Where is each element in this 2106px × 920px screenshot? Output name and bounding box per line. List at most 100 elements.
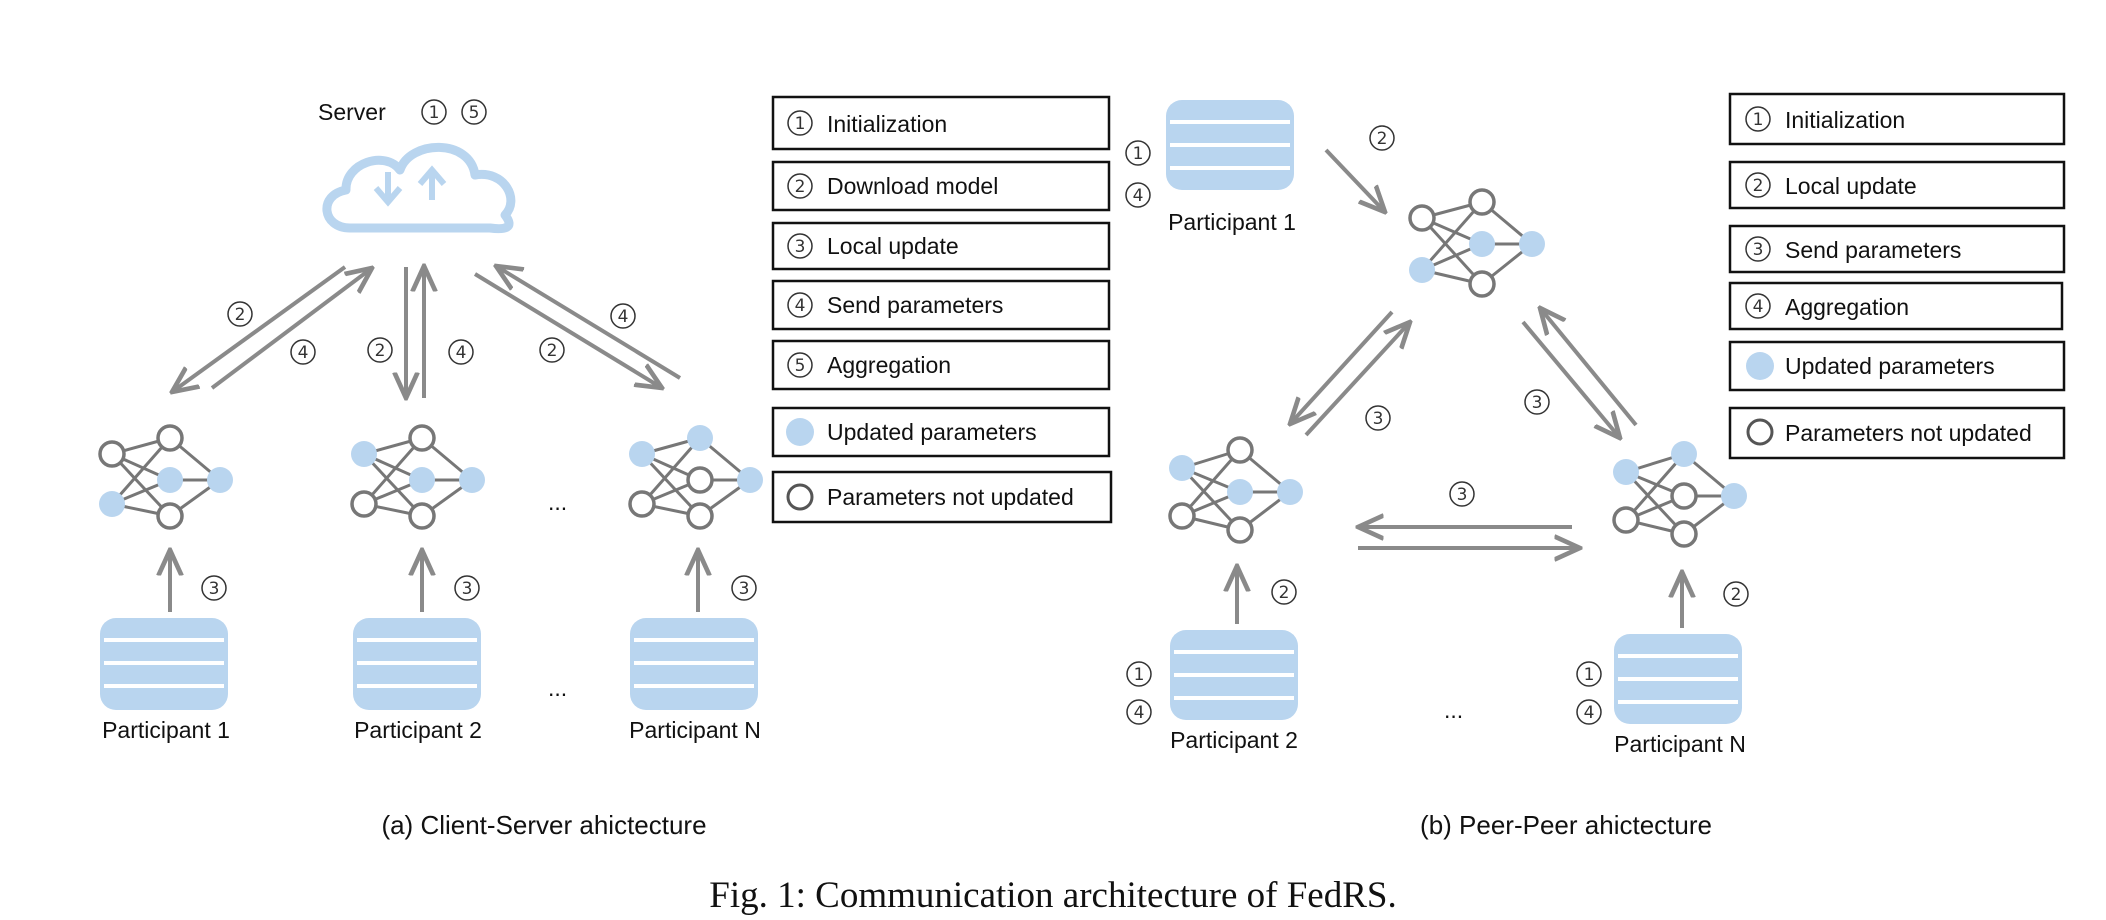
svg-text:4: 4 bbox=[618, 307, 629, 327]
participant-1-label: Participant 1 bbox=[102, 717, 230, 743]
arrow-upload-pn bbox=[496, 266, 682, 380]
peer-p2-local-step: 2 bbox=[1271, 579, 1297, 605]
svg-text:4: 4 bbox=[795, 296, 806, 316]
server-arrows bbox=[172, 266, 682, 398]
database-p1-icon bbox=[100, 618, 228, 710]
svg-text:Local update: Local update bbox=[827, 233, 959, 259]
model-network-p1-icon bbox=[98, 424, 233, 530]
peer-peer-panel: Participant 1 1 4 2 3 3 3 bbox=[1125, 92, 2066, 840]
server-label: Server bbox=[318, 99, 386, 125]
svg-text:5: 5 bbox=[795, 356, 806, 376]
svg-text:1: 1 bbox=[795, 114, 806, 134]
legend-item-updated: Updated parameters bbox=[771, 406, 1111, 458]
svg-text:Initialization: Initialization bbox=[1785, 107, 1905, 133]
peer-legend-aggregation: 4 Aggregation bbox=[1728, 281, 2064, 331]
arrow-upload-p1 bbox=[210, 268, 372, 390]
svg-text:2: 2 bbox=[1731, 585, 1742, 605]
svg-text:1: 1 bbox=[1134, 665, 1145, 685]
legend-client-server: 1 Initialization 2 Download model 3 Loca… bbox=[771, 95, 1113, 524]
svg-text:Aggregation: Aggregation bbox=[1785, 294, 1909, 320]
step-label-a: 2 bbox=[227, 301, 253, 327]
svg-text:4: 4 bbox=[456, 343, 467, 363]
database-p2-icon bbox=[353, 618, 481, 710]
svg-text:3: 3 bbox=[795, 237, 806, 257]
model-network-pn-icon bbox=[628, 425, 763, 530]
peer-send-step-right: 3 bbox=[1524, 389, 1550, 415]
figure-caption: Fig. 1: Communication architecture of Fe… bbox=[709, 875, 1396, 916]
peer-participant-2-label: Participant 2 bbox=[1170, 727, 1298, 753]
peer-pn-step-1: 1 bbox=[1576, 661, 1602, 687]
svg-text:4: 4 bbox=[1133, 186, 1144, 206]
legend-item-not-updated: Parameters not updated bbox=[771, 470, 1113, 524]
svg-text:Parameters not updated: Parameters not updated bbox=[827, 484, 1074, 510]
peer-pn-step-4: 4 bbox=[1576, 699, 1602, 725]
svg-text:3: 3 bbox=[1373, 409, 1384, 429]
step-label-f: 4 bbox=[610, 303, 636, 329]
local-step-n: 3 bbox=[731, 575, 757, 601]
peer-database-p2-icon bbox=[1170, 630, 1298, 720]
peer-legend-send: 3 Send parameters bbox=[1728, 224, 2066, 274]
svg-text:3: 3 bbox=[739, 579, 750, 599]
open-circle-icon bbox=[786, 483, 814, 511]
peer-legend-updated: Updated parameters bbox=[1728, 340, 2066, 392]
peer-legend-local-update: 2 Local update bbox=[1728, 160, 2066, 210]
peer-send-arrows bbox=[1290, 308, 1638, 548]
peer-p1-local-step: 2 bbox=[1369, 125, 1395, 151]
svg-text:Aggregation: Aggregation bbox=[827, 352, 951, 378]
svg-text:2: 2 bbox=[1279, 583, 1290, 603]
model-ellipsis: ... bbox=[548, 489, 567, 515]
svg-text:2: 2 bbox=[235, 305, 246, 325]
participant-n-label: Participant N bbox=[629, 717, 761, 743]
svg-text:Download model: Download model bbox=[827, 173, 998, 199]
subcaption-b: (b) Peer-Peer ahictecture bbox=[1420, 810, 1712, 840]
server-cloud-icon bbox=[322, 142, 516, 234]
svg-text:4: 4 bbox=[1134, 703, 1145, 723]
peer-model-pn-icon bbox=[1612, 441, 1747, 548]
peer-model-p2-icon bbox=[1168, 436, 1303, 544]
peer-arrow-p1-local bbox=[1324, 148, 1385, 212]
peer-send-step-bottom: 3 bbox=[1449, 481, 1475, 507]
svg-text:Send parameters: Send parameters bbox=[827, 292, 1003, 318]
peer-legend-not-updated: Parameters not updated bbox=[1728, 406, 2066, 460]
peer-p1-step-1: 1 bbox=[1125, 140, 1151, 166]
svg-text:4: 4 bbox=[298, 343, 309, 363]
svg-text:2: 2 bbox=[375, 341, 386, 361]
svg-text:3: 3 bbox=[1532, 393, 1543, 413]
svg-text:3: 3 bbox=[1457, 485, 1468, 505]
svg-text:3: 3 bbox=[462, 579, 473, 599]
step-label-d: 4 bbox=[448, 339, 474, 365]
svg-text:3: 3 bbox=[1753, 240, 1764, 260]
svg-text:Updated parameters: Updated parameters bbox=[827, 419, 1037, 445]
svg-text:2: 2 bbox=[1753, 176, 1764, 196]
svg-text:Parameters not updated: Parameters not updated bbox=[1785, 420, 2032, 446]
svg-text:2: 2 bbox=[1377, 129, 1388, 149]
svg-text:1: 1 bbox=[1584, 665, 1595, 685]
client-server-panel: Server 1 5 2 4 2 4 2 4 bbox=[98, 95, 1113, 840]
svg-text:1: 1 bbox=[1753, 110, 1764, 130]
peer-p2-step-4: 4 bbox=[1126, 699, 1152, 725]
svg-text:Initialization: Initialization bbox=[827, 111, 947, 137]
local-update-arrows bbox=[170, 550, 698, 612]
svg-text:4: 4 bbox=[1753, 297, 1764, 317]
open-circle-icon bbox=[1746, 418, 1774, 446]
legend-item-send: 4 Send parameters bbox=[771, 279, 1111, 331]
svg-text:4: 4 bbox=[1584, 703, 1595, 723]
legend-peer-peer: 1 Initialization 2 Local update 3 Send p… bbox=[1728, 92, 2066, 460]
legend-item-aggregation: 5 Aggregation bbox=[771, 339, 1111, 391]
legend-item-download: 2 Download model bbox=[771, 160, 1111, 212]
filled-circle-icon bbox=[1746, 352, 1774, 380]
svg-text:Updated parameters: Updated parameters bbox=[1785, 353, 1995, 379]
model-network-p2-icon bbox=[350, 424, 485, 530]
arrow-download-pn bbox=[473, 272, 662, 388]
database-ellipsis: ... bbox=[548, 675, 567, 701]
legend-item-local-update: 3 Local update bbox=[771, 221, 1111, 271]
step-label-e: 2 bbox=[539, 337, 565, 363]
peer-pn-local-step: 2 bbox=[1723, 581, 1749, 607]
step-label-b: 4 bbox=[290, 339, 316, 365]
svg-text:Send parameters: Send parameters bbox=[1785, 237, 1961, 263]
local-step-2: 3 bbox=[454, 575, 480, 601]
svg-text:3: 3 bbox=[209, 579, 220, 599]
step-label-c: 2 bbox=[367, 337, 393, 363]
svg-text:Local update: Local update bbox=[1785, 173, 1917, 199]
